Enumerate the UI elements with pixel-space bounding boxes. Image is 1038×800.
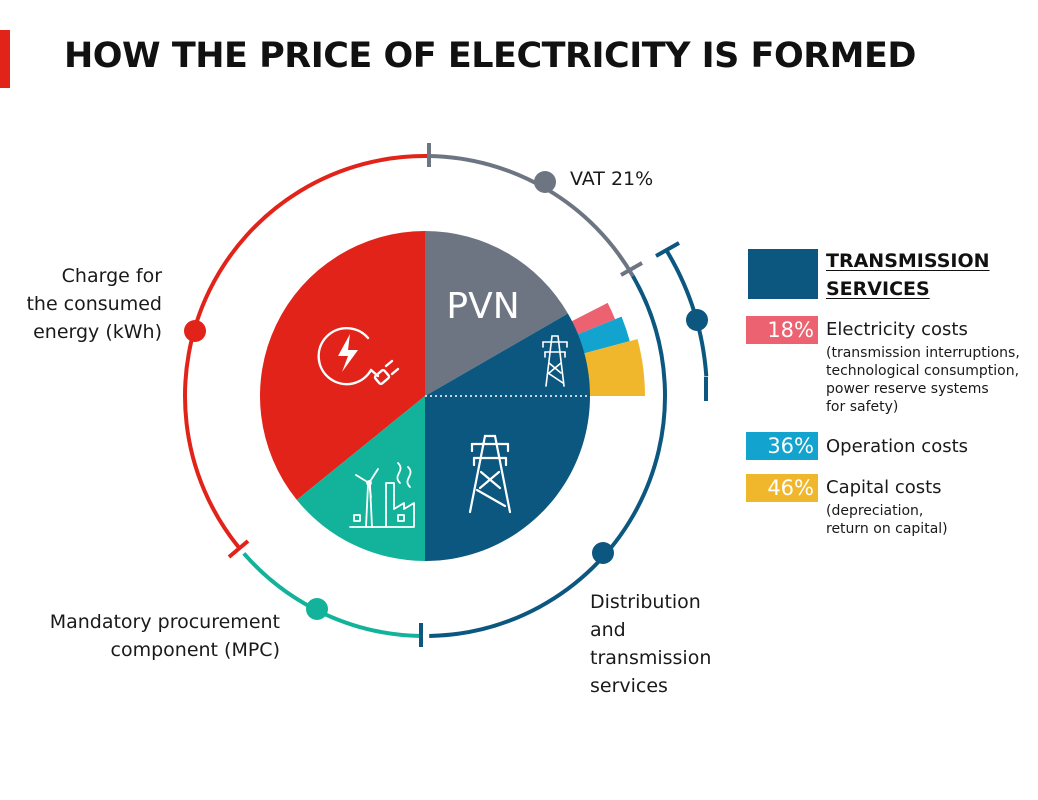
bracket-dot: [686, 309, 708, 331]
ring-dot-charge: [184, 320, 206, 342]
ring-arc-charge: [183, 154, 430, 549]
pie-label-pvn: PVN: [446, 286, 519, 327]
legend-title-electricity: Electricity costs: [826, 319, 968, 340]
legend-header: TRANSMISSION SERVICES: [826, 250, 990, 300]
ring-markers: [184, 143, 708, 647]
label-mpc: Mandatory procurement component (MPC): [49, 611, 280, 661]
legend-badge-electricity: 18%: [746, 316, 818, 344]
label-vat: VAT 21%: [570, 168, 654, 190]
ring-arc-distribution: [429, 275, 667, 638]
power-plant-icon: [349, 462, 415, 528]
legend-desc-electricity: (transmission interruptions, technologic…: [826, 345, 1020, 415]
ring-tick-mpc-charge: [227, 539, 250, 559]
label-distribution: Distribution and transmission services: [590, 591, 712, 697]
pie-slice-distribution: [425, 313, 590, 561]
ring-dot-distribution: [592, 542, 614, 564]
title-accent-bar: [0, 30, 10, 88]
page-title: HOW THE PRICE OF ELECTRICITY IS FORMED: [64, 36, 916, 76]
ring-dot-vat: [534, 171, 556, 193]
transmission-tower-icon: [542, 335, 568, 387]
legend-desc-capital: (depreciation, return on capital): [826, 503, 948, 537]
pie-slice-pvn: [425, 231, 568, 396]
legend-title-capital: Capital costs: [826, 477, 942, 498]
outer-ring: [183, 154, 709, 638]
legend-badge-capital: 46%: [746, 474, 818, 502]
legend-header-swatch: [748, 249, 818, 299]
legend-title-operation: Operation costs: [826, 436, 969, 457]
ring-tick-vat-distribution: [620, 261, 643, 277]
pie-slice-charge: [260, 231, 425, 500]
ring-dot-mpc: [306, 598, 328, 620]
label-charge: Charge for the consumed energy (kWh): [26, 265, 162, 343]
transmission-tower-large-icon: [468, 434, 512, 514]
legend-badge-operation: 36%: [746, 432, 818, 460]
bracket-cap-top: [655, 241, 680, 258]
price-pie: [260, 231, 645, 561]
plug-lightning-icon: [317, 326, 400, 386]
